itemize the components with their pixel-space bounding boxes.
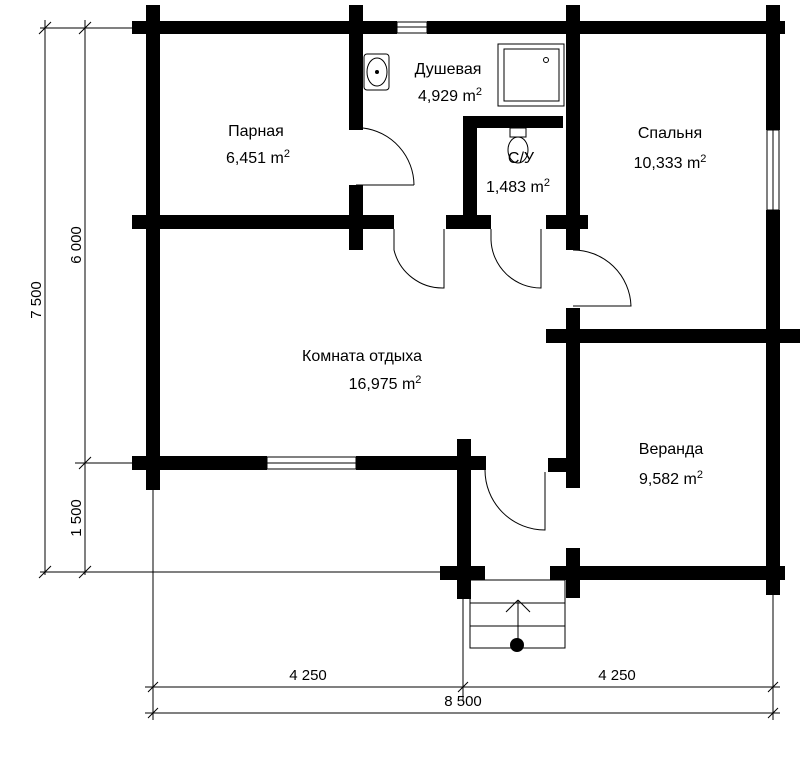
- shower-tray-icon: [497, 43, 565, 107]
- room-name-veranda: Веранда: [639, 441, 704, 458]
- dimension-labels: 7 500 6 000 1 500 4 250 4 250 8 500: [28, 226, 636, 710]
- walls: [132, 5, 800, 599]
- room-area-komnata: 16,975 m2: [349, 374, 422, 393]
- washbasin-icon: [363, 53, 390, 91]
- door-parnaya: [356, 127, 415, 186]
- dim-left-porch: 1 500: [68, 499, 85, 537]
- door-spalnya: [572, 249, 632, 307]
- door-su: [490, 229, 542, 289]
- room-name-spalnya: Спальня: [638, 125, 702, 142]
- left-dimension-lines: [38, 20, 450, 579]
- room-name-komnata: Комната отдыха: [302, 348, 422, 365]
- room-area-su: 1,483 m2: [486, 177, 550, 196]
- dim-bottom-total: 8 500: [444, 693, 482, 710]
- dim-left-total: 7 500: [28, 281, 45, 319]
- door-parnaya-hall: [393, 229, 445, 289]
- room-area-veranda: 9,582 m2: [639, 469, 703, 488]
- room-area-parnaya: 6,451 m2: [226, 148, 290, 167]
- room-name-parnaya: Парная: [228, 123, 284, 140]
- windows: [266, 21, 780, 470]
- room-area-spalnya: 10,333 m2: [634, 153, 707, 172]
- dim-bottom-left: 4 250: [289, 667, 327, 684]
- dim-bottom-right: 4 250: [598, 667, 636, 684]
- room-name-dushevaya: Душевая: [415, 61, 482, 78]
- dim-left-main: 6 000: [68, 226, 85, 264]
- doors: [356, 127, 632, 531]
- fixtures: [363, 43, 566, 652]
- room-labels: Парная 6,451 m2 Душевая 4,929 m2 С/У 1,4…: [226, 61, 706, 488]
- toilet-icon: [509, 127, 527, 138]
- room-name-su: С/У: [508, 150, 535, 167]
- door-entrance: [484, 469, 546, 531]
- room-area-dushevaya: 4,929 m2: [418, 86, 482, 105]
- bottom-dimension-lines: [145, 470, 780, 720]
